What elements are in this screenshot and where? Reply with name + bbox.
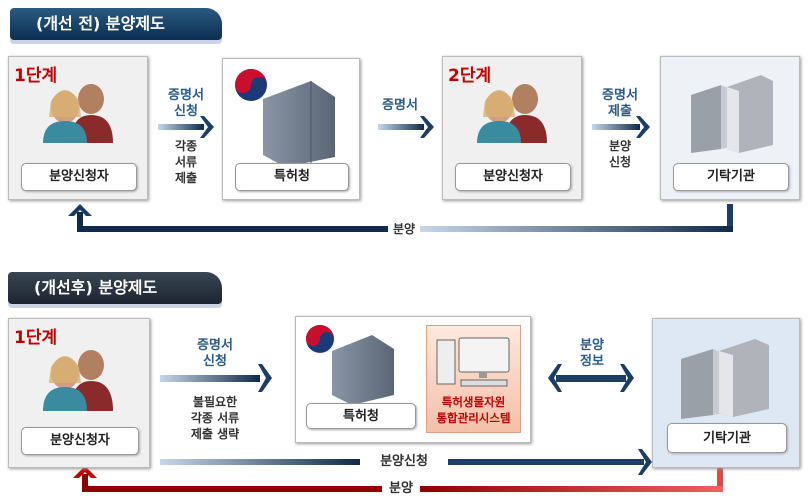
computer-icon: [436, 337, 510, 387]
kipo-label: 특허청: [306, 403, 416, 429]
depository-box-after: 기탁기관: [652, 318, 800, 468]
server-icon: [691, 75, 773, 153]
kipo-label: 특허청: [235, 163, 349, 191]
after-title: (개선후) 분양제도: [8, 272, 222, 304]
applicant-box-step2: 2단계 분양신청자: [442, 56, 582, 200]
depository-label: 기탁기관: [673, 163, 789, 191]
arrow-request-after: [160, 364, 272, 392]
step-label: 1단계: [14, 66, 58, 86]
applicant-label: 분양신청자: [21, 427, 139, 455]
return-label-after: 분양: [389, 481, 413, 496]
step-label: 2단계: [448, 66, 492, 86]
arrow2-text: 증명서: [382, 98, 418, 113]
request-line-after: [160, 449, 652, 475]
return-label-before: 분양: [392, 222, 416, 236]
depository-box-before: 기탁기관: [660, 56, 800, 200]
applicant-box-after: 1단계 분양신청자: [8, 318, 150, 468]
arrow-submit: [592, 116, 650, 138]
depository-label: 기탁기관: [667, 423, 787, 453]
return-arrow-after: [73, 466, 723, 492]
applicant-label: 분양신청자: [455, 163, 571, 191]
people-icon: [43, 84, 113, 143]
arrow-request-before: [158, 116, 214, 138]
applicant-box-before: 1단계 분양신청자: [8, 56, 148, 200]
return-arrow-before: [68, 204, 733, 232]
step-label: 1단계: [14, 328, 58, 348]
before-title: (개선 전) 분양제도: [10, 8, 222, 40]
double-arrow-info: [548, 364, 634, 392]
applicant-label: 분양신청자: [21, 163, 137, 191]
kipo-building-icon: [306, 325, 394, 405]
arrow-certificate: [378, 116, 434, 138]
kipo-building-icon: [235, 69, 335, 163]
kipo-box-before: 특허청: [222, 58, 360, 200]
server-icon: [681, 339, 769, 419]
people-icon: [477, 84, 547, 143]
people-icon: [43, 350, 113, 411]
request-label-after: 분양신청: [380, 454, 428, 469]
